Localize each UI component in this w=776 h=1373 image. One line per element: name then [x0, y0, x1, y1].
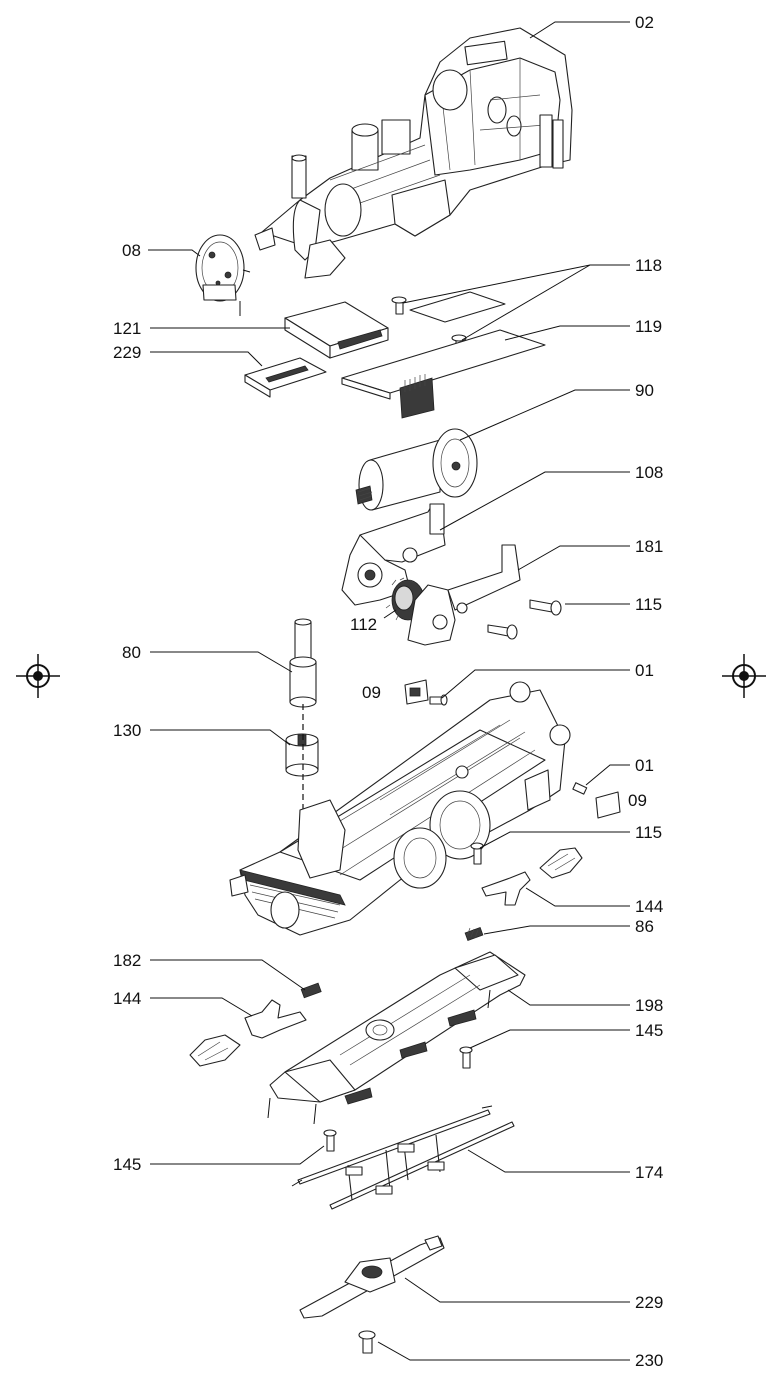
label-198: 198	[635, 996, 663, 1015]
label-09-top: 09	[362, 683, 381, 702]
label-118: 118	[635, 256, 662, 275]
label-115-frame: 115	[635, 595, 662, 614]
label-01-top: 01	[635, 661, 654, 680]
label-121: 121	[113, 319, 141, 338]
label-144-right: 144	[635, 897, 663, 916]
spring-part	[464, 926, 484, 942]
label-145-upper: 145	[635, 1021, 663, 1040]
plate-screw-lower-part	[323, 1129, 337, 1152]
chassis-frame-part	[229, 681, 571, 936]
part-labels: 02 08 118 121 119 229 90 108 181 115 112…	[113, 13, 663, 1370]
label-108: 108	[635, 463, 663, 482]
decoder-board-part	[284, 301, 389, 359]
smokebox-door-part	[195, 234, 251, 316]
right-light-board-part	[595, 791, 621, 819]
label-112: 112	[350, 615, 377, 634]
registration-mark-left	[16, 654, 60, 698]
coupler-left-part	[189, 999, 307, 1067]
leader-lines	[148, 21, 630, 1361]
label-119: 119	[635, 317, 662, 336]
label-229-plate: 229	[635, 1293, 663, 1312]
label-115-chassis: 115	[635, 823, 662, 842]
traction-plate-part	[299, 1235, 445, 1319]
label-130: 130	[113, 721, 141, 740]
circuit-board-part	[341, 291, 546, 419]
plate-screw-upper-part	[459, 1046, 473, 1069]
gear-frame-part	[341, 503, 446, 606]
label-01-right: 01	[635, 756, 654, 775]
label-90: 90	[635, 381, 654, 400]
label-02: 02	[635, 13, 654, 32]
label-230: 230	[635, 1351, 663, 1370]
interface-plug-part	[244, 357, 327, 398]
label-174: 174	[635, 1163, 663, 1182]
right-light-pin-part	[572, 782, 588, 795]
cylinder-frame-part	[407, 544, 521, 646]
label-145-lower: 145	[113, 1155, 141, 1174]
label-229-plug: 229	[113, 343, 141, 362]
label-181: 181	[635, 537, 663, 556]
motor-part	[355, 428, 478, 511]
traction-screw-part	[358, 1330, 376, 1354]
locomotive-body-part	[254, 27, 573, 279]
registration-mark-right	[722, 654, 766, 698]
light-board-part	[404, 679, 429, 705]
coupler-spring-part	[300, 982, 322, 999]
label-09-right: 09	[628, 791, 647, 810]
label-80: 80	[122, 643, 141, 662]
label-86: 86	[635, 917, 654, 936]
label-144-left: 144	[113, 989, 141, 1008]
bottom-plate-part	[267, 951, 526, 1125]
pickup-wires-part	[291, 1105, 515, 1210]
shaft-coupling-part	[285, 733, 319, 777]
coupler-right-part	[481, 847, 583, 906]
worm-shaft-part	[289, 618, 317, 708]
frame-screws-part	[487, 599, 562, 640]
label-08: 08	[122, 241, 141, 260]
label-182: 182	[113, 951, 141, 970]
